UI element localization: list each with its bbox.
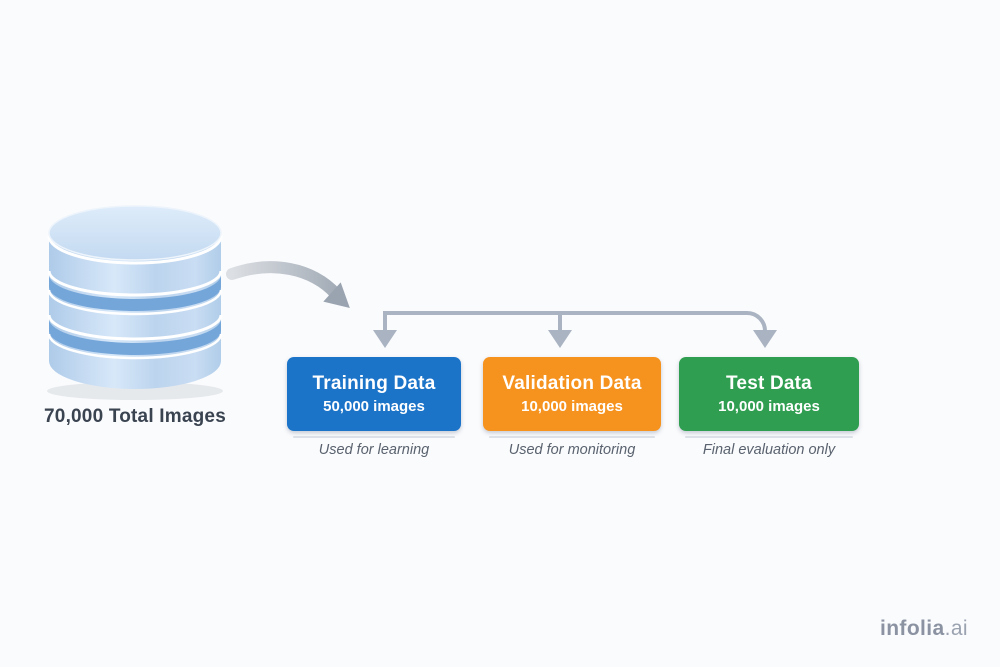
test-data-title: Test Data xyxy=(726,373,812,394)
validation-data-caption: Used for monitoring xyxy=(508,442,636,458)
database-icon xyxy=(47,205,223,400)
training-data-count: 50,000 images xyxy=(323,398,425,415)
test-data-count: 10,000 images xyxy=(718,398,820,415)
flow-arrow-icon xyxy=(226,261,350,309)
training-data-title: Training Data xyxy=(312,373,436,394)
watermark-suffix: .ai xyxy=(944,617,968,640)
source-label: 70,000 Total Images xyxy=(44,406,226,427)
training-divider xyxy=(293,436,455,438)
watermark-brand: infolia xyxy=(879,617,945,640)
validation-data-title: Validation Data xyxy=(502,373,642,394)
training-data-caption: Used for learning xyxy=(318,442,430,458)
watermark: infolia.ai xyxy=(880,617,968,641)
test-data-caption: Final evaluation only xyxy=(702,442,836,458)
branch-connector-icon xyxy=(373,311,777,348)
validation-divider xyxy=(489,436,655,438)
validation-data-box: Validation Data 10,000 images xyxy=(483,357,661,431)
training-data-box: Training Data 50,000 images xyxy=(287,357,461,431)
test-divider xyxy=(685,436,853,438)
validation-data-count: 10,000 images xyxy=(521,398,623,415)
test-data-box: Test Data 10,000 images xyxy=(679,357,859,431)
